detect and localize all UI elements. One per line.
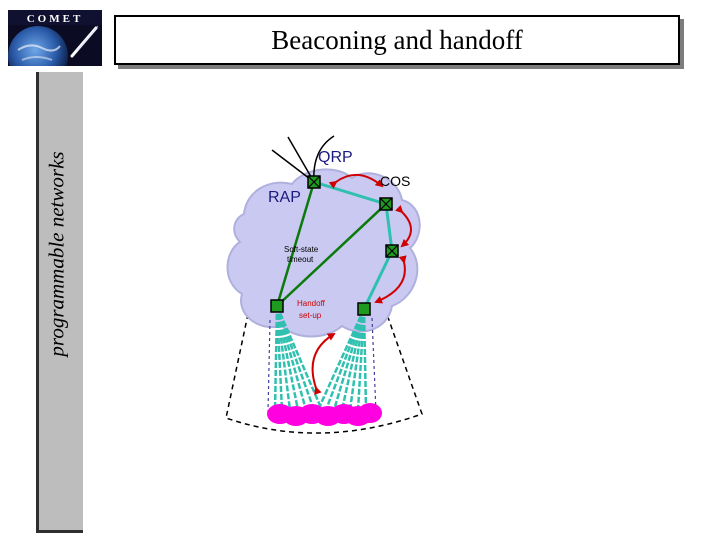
side-band xyxy=(36,72,83,533)
handoff-arrow xyxy=(311,332,336,395)
soft-state-label-line2: timeout xyxy=(287,255,314,264)
link-cos-node2 xyxy=(384,203,394,252)
base-station-left xyxy=(270,299,284,313)
uplink-line-1 xyxy=(271,149,315,183)
beacon-lines-left xyxy=(273,305,324,411)
qrp-node xyxy=(307,175,321,189)
cell-edge-lines xyxy=(267,317,377,413)
cos-node xyxy=(379,197,393,211)
uplink-line-2 xyxy=(287,136,315,183)
signal-arrow-qrp-cos xyxy=(328,174,384,189)
signal-arrow-cos-node2 xyxy=(394,204,412,248)
link-rap-soft-state xyxy=(276,203,387,307)
qrp-label: QRP xyxy=(318,149,353,166)
soft-state-label-line1: Soft-state xyxy=(284,245,319,254)
link-qrp-cos xyxy=(313,180,387,206)
router-node xyxy=(385,244,399,258)
mobile-hosts xyxy=(267,403,382,426)
cos-label: COS xyxy=(380,173,410,189)
link-rap-left-bs xyxy=(275,181,316,307)
signal-arrow-node2-bs xyxy=(374,255,407,304)
title-box: Beaconing and handoff xyxy=(114,15,680,65)
logo-text: COMET xyxy=(27,13,84,25)
base-station-right xyxy=(357,302,371,316)
cell-coverage-outline xyxy=(225,305,423,434)
slide-title: Beaconing and handoff xyxy=(271,24,523,55)
rap-label: RAP xyxy=(268,189,301,206)
handoff-label-line1: Handoff xyxy=(297,299,326,308)
handoff-label-line2: set-up xyxy=(299,311,322,320)
